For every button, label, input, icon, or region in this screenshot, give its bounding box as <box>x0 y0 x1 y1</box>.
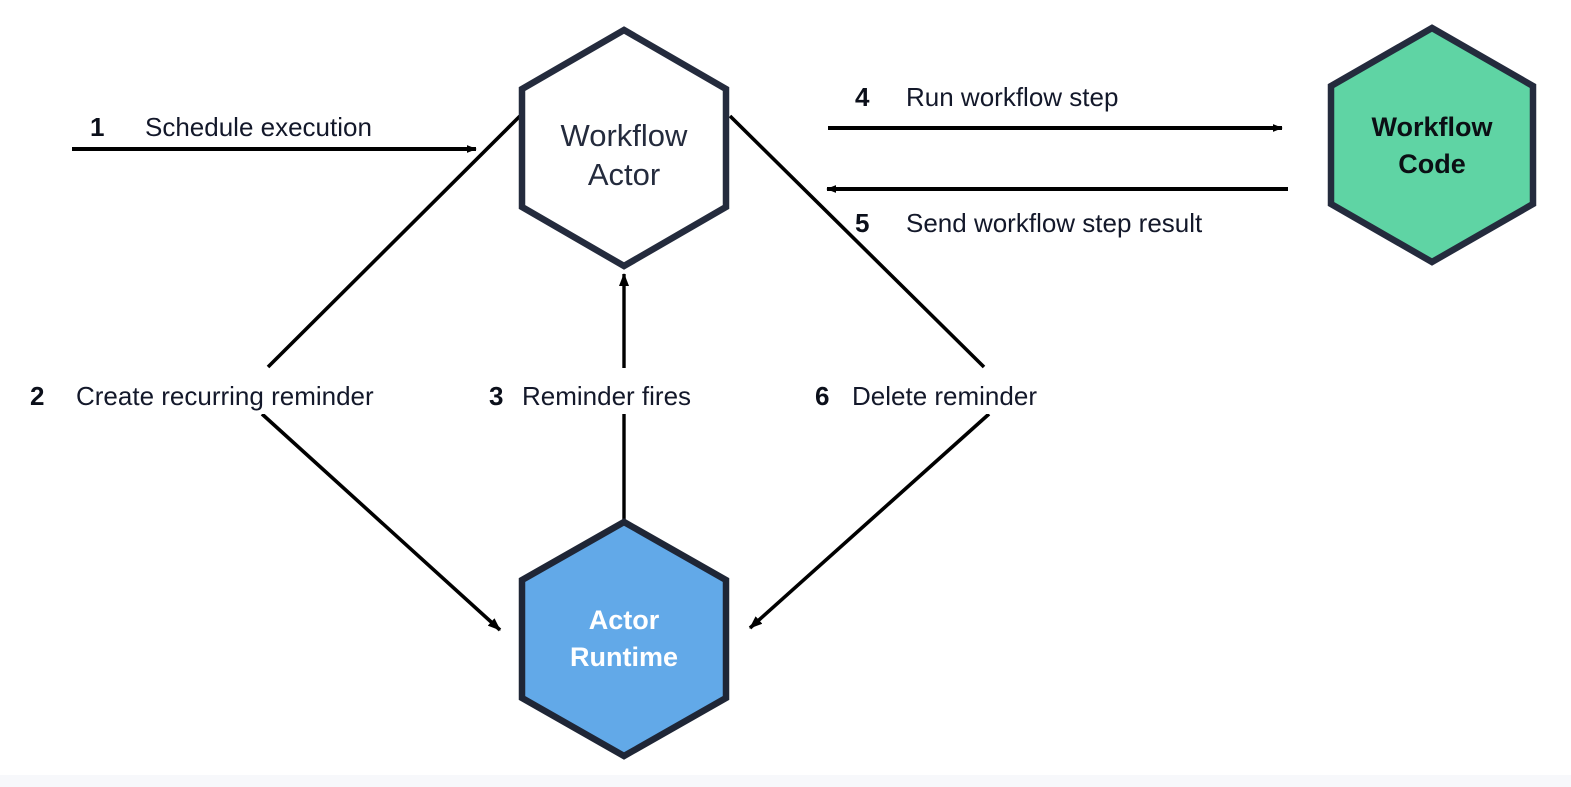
actor-runtime-label-line2: Runtime <box>570 642 678 672</box>
step-label-6: 6 Delete reminder <box>809 378 1074 414</box>
step-label-3: 3 Reminder fires <box>483 378 726 414</box>
step-6-text: Delete reminder <box>852 381 1037 411</box>
step-label-2: 2 Create recurring reminder <box>22 378 430 414</box>
step-label-5: 5 Send workflow step result <box>855 208 1203 238</box>
arrow-step-2 <box>260 114 522 632</box>
step-3-label-backdrop <box>483 378 726 414</box>
footer-divider <box>0 775 1571 787</box>
node-workflow-actor[interactable]: Workflow Actor <box>518 26 730 270</box>
actor-runtime-hexagon <box>518 518 730 760</box>
workflow-code-label-line1: Workflow <box>1372 112 1494 142</box>
workflow-code-hexagon <box>1327 24 1537 266</box>
step-2-text: Create recurring reminder <box>76 381 374 411</box>
workflow-actor-label-line1: Workflow <box>561 118 689 153</box>
workflow-actor-label-line2: Actor <box>588 157 660 192</box>
workflow-actor-hexagon <box>518 26 730 270</box>
workflow-code-label-line2: Code <box>1398 149 1466 179</box>
step-1-text: Schedule execution <box>145 112 372 142</box>
step-5-text: Send workflow step result <box>906 208 1203 238</box>
node-workflow-code[interactable]: Workflow Code <box>1327 24 1537 266</box>
step-5-number: 5 <box>855 208 869 238</box>
step-2-number: 2 <box>30 381 44 411</box>
arrow-step-6 <box>728 114 991 630</box>
step-3-number: 3 <box>489 381 503 411</box>
step-4-number: 4 <box>855 82 870 112</box>
node-actor-runtime[interactable]: Actor Runtime <box>518 518 730 760</box>
step-label-4: 4 Run workflow step <box>855 82 1118 112</box>
step-3-text: Reminder fires <box>522 381 691 411</box>
step-2-label-backdrop <box>22 378 430 414</box>
step-1-number: 1 <box>90 112 104 142</box>
step-4-text: Run workflow step <box>906 82 1118 112</box>
step-6-label-backdrop <box>809 378 1074 414</box>
step-6-number: 6 <box>815 381 829 411</box>
actor-runtime-label-line1: Actor <box>589 605 660 635</box>
step-label-1: 1 Schedule execution <box>90 112 372 142</box>
